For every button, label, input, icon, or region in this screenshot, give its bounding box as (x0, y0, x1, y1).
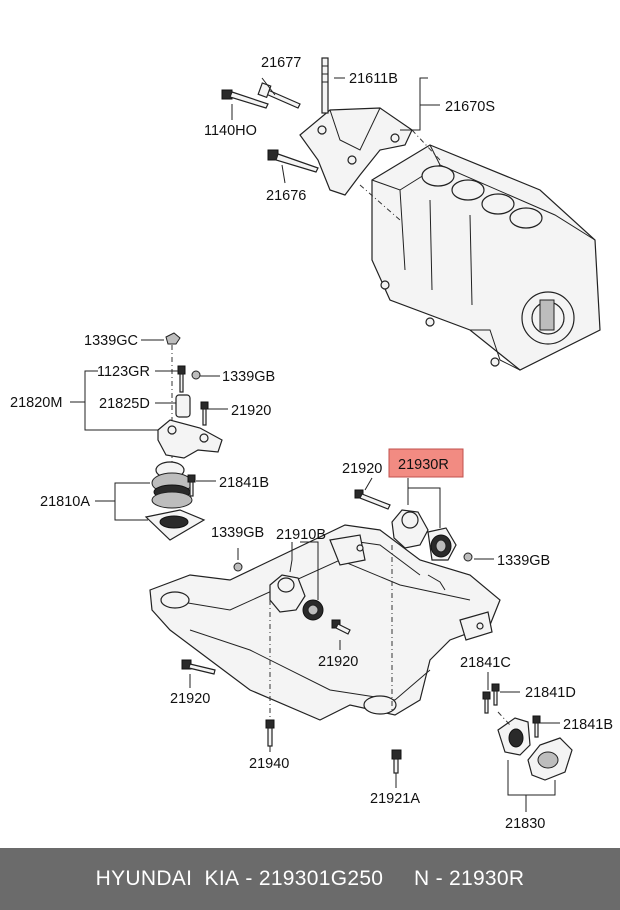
label-21810A: 21810A (40, 494, 90, 510)
bolt-21920-center (331, 619, 351, 635)
bolt-21921A (391, 749, 402, 774)
transmission-mount-21830 (497, 717, 573, 781)
nut-1339GC (165, 332, 181, 345)
bushing-21930R (427, 527, 457, 561)
bolt-21920-lower (181, 659, 216, 675)
bolt-21940 (265, 719, 275, 747)
bolt-21841B-upper (187, 474, 196, 497)
label-21670S: 21670S (445, 99, 495, 115)
engine-block (371, 144, 601, 371)
bracket-21930R (391, 509, 429, 549)
label-21825D: 21825D (99, 396, 150, 412)
subframe-crossmember (149, 524, 501, 721)
label-21920-lower: 21920 (170, 691, 210, 707)
footer-part-number: - 219301G250 N - 21930R (239, 867, 525, 890)
nut-1339GB-upper (191, 370, 201, 380)
label-21841B-lower: 21841B (563, 717, 613, 733)
mount-bracket-21820M (157, 419, 223, 459)
label-21676: 21676 (266, 188, 306, 204)
label-21921A: 21921A (370, 791, 420, 807)
bolt-21920-right (354, 489, 391, 510)
bolt-21920-upper (200, 401, 209, 426)
label-21677: 21677 (261, 55, 301, 71)
bracket-21910B (269, 574, 306, 613)
label-21841C: 21841C (460, 655, 511, 671)
label-1123GR: 1123GR (97, 364, 150, 380)
nut-1339GB-right (463, 552, 473, 562)
label-21940: 21940 (249, 756, 289, 772)
label-21910B: 21910B (276, 527, 326, 543)
label-21920-right: 21920 (342, 461, 382, 477)
label-21611B: 21611B (349, 71, 398, 87)
label-21841D: 21841D (525, 685, 576, 701)
label-21820M: 21820M (10, 395, 62, 411)
part-labels: 21677 21611B 21670S 1140HO 21676 1339GC … (10, 55, 613, 832)
label-1339GB-right: 1339GB (497, 553, 550, 569)
label-1339GB-upper: 1339GB (222, 369, 275, 385)
engine-mounting-bracket (299, 107, 413, 196)
label-21920-center: 21920 (318, 654, 358, 670)
nut-1339GB-left (233, 562, 243, 572)
bushing-21910B (302, 599, 324, 621)
label-21830: 21830 (505, 816, 545, 832)
part-highlight-box (388, 448, 464, 478)
bolt-21841B-lower (532, 715, 541, 738)
bolt-1140HO (221, 89, 269, 109)
label-1339GC: 1339GC (84, 333, 138, 349)
label-21841B-upper: 21841B (219, 475, 269, 491)
parts-diagram: 21677 21611B 21670S 1140HO 21676 1339GC … (10, 55, 613, 832)
bolt-21841C (482, 691, 491, 714)
label-1339GB-left: 1339GB (211, 525, 264, 541)
label-1140HO: 1140HO (204, 123, 257, 139)
bolt-21841D (491, 683, 500, 706)
spacer-21825D (175, 394, 191, 418)
stud-21611B (321, 57, 329, 114)
bolt-1123GR (177, 365, 186, 393)
insulator-21810A (144, 461, 206, 541)
label-21920-upper: 21920 (231, 403, 271, 419)
bolt-21676 (267, 149, 319, 173)
footer-brand: HYUNDAI KIA (95, 867, 240, 890)
label-21930R: 21930R (398, 457, 449, 473)
part-number-footer: HYUNDAI KIA - 219301G250 N - 21930R (0, 848, 620, 910)
